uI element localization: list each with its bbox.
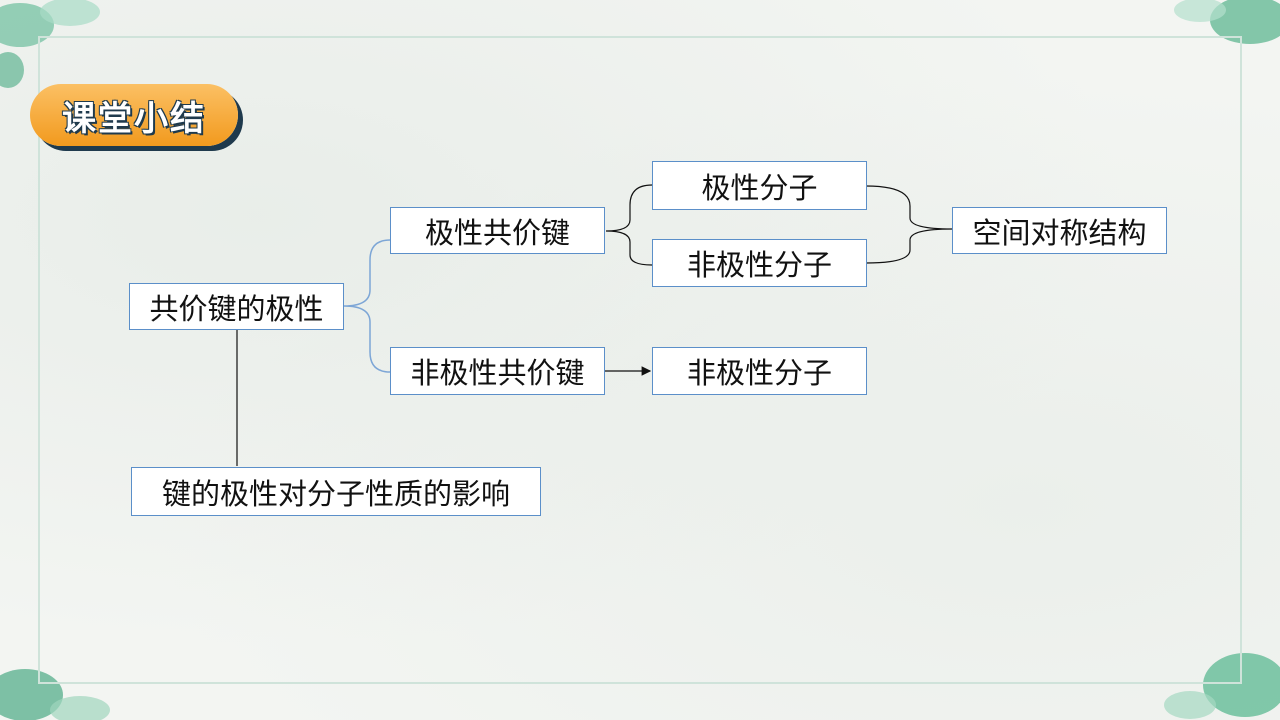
title-badge: 课堂小结 xyxy=(30,84,238,146)
leaf-decoration-top-left xyxy=(0,0,100,88)
node-polar-bond: 极性共价键 xyxy=(390,207,605,254)
node-root: 共价键的极性 xyxy=(129,283,344,330)
slide-frame xyxy=(38,36,1242,684)
polar-bond-brace xyxy=(605,184,653,266)
leaf-decoration-bottom-left xyxy=(0,669,110,720)
node-property-effect: 键的极性对分子性质的影响 xyxy=(131,467,541,516)
leaf-decoration-bottom-right xyxy=(1164,653,1280,719)
symmetry-brace xyxy=(865,185,953,264)
root-brace xyxy=(343,239,391,373)
slide-title: 课堂小结 xyxy=(62,98,206,139)
node-nonpolar-molecule-a: 非极性分子 xyxy=(652,239,867,287)
node-nonpolar-molecule-b: 非极性分子 xyxy=(652,347,867,395)
leaf-decoration-top-right xyxy=(1174,0,1280,44)
node-spatial-symmetry: 空间对称结构 xyxy=(952,207,1167,254)
node-polar-molecule: 极性分子 xyxy=(652,161,867,210)
node-nonpolar-bond: 非极性共价键 xyxy=(390,347,605,395)
